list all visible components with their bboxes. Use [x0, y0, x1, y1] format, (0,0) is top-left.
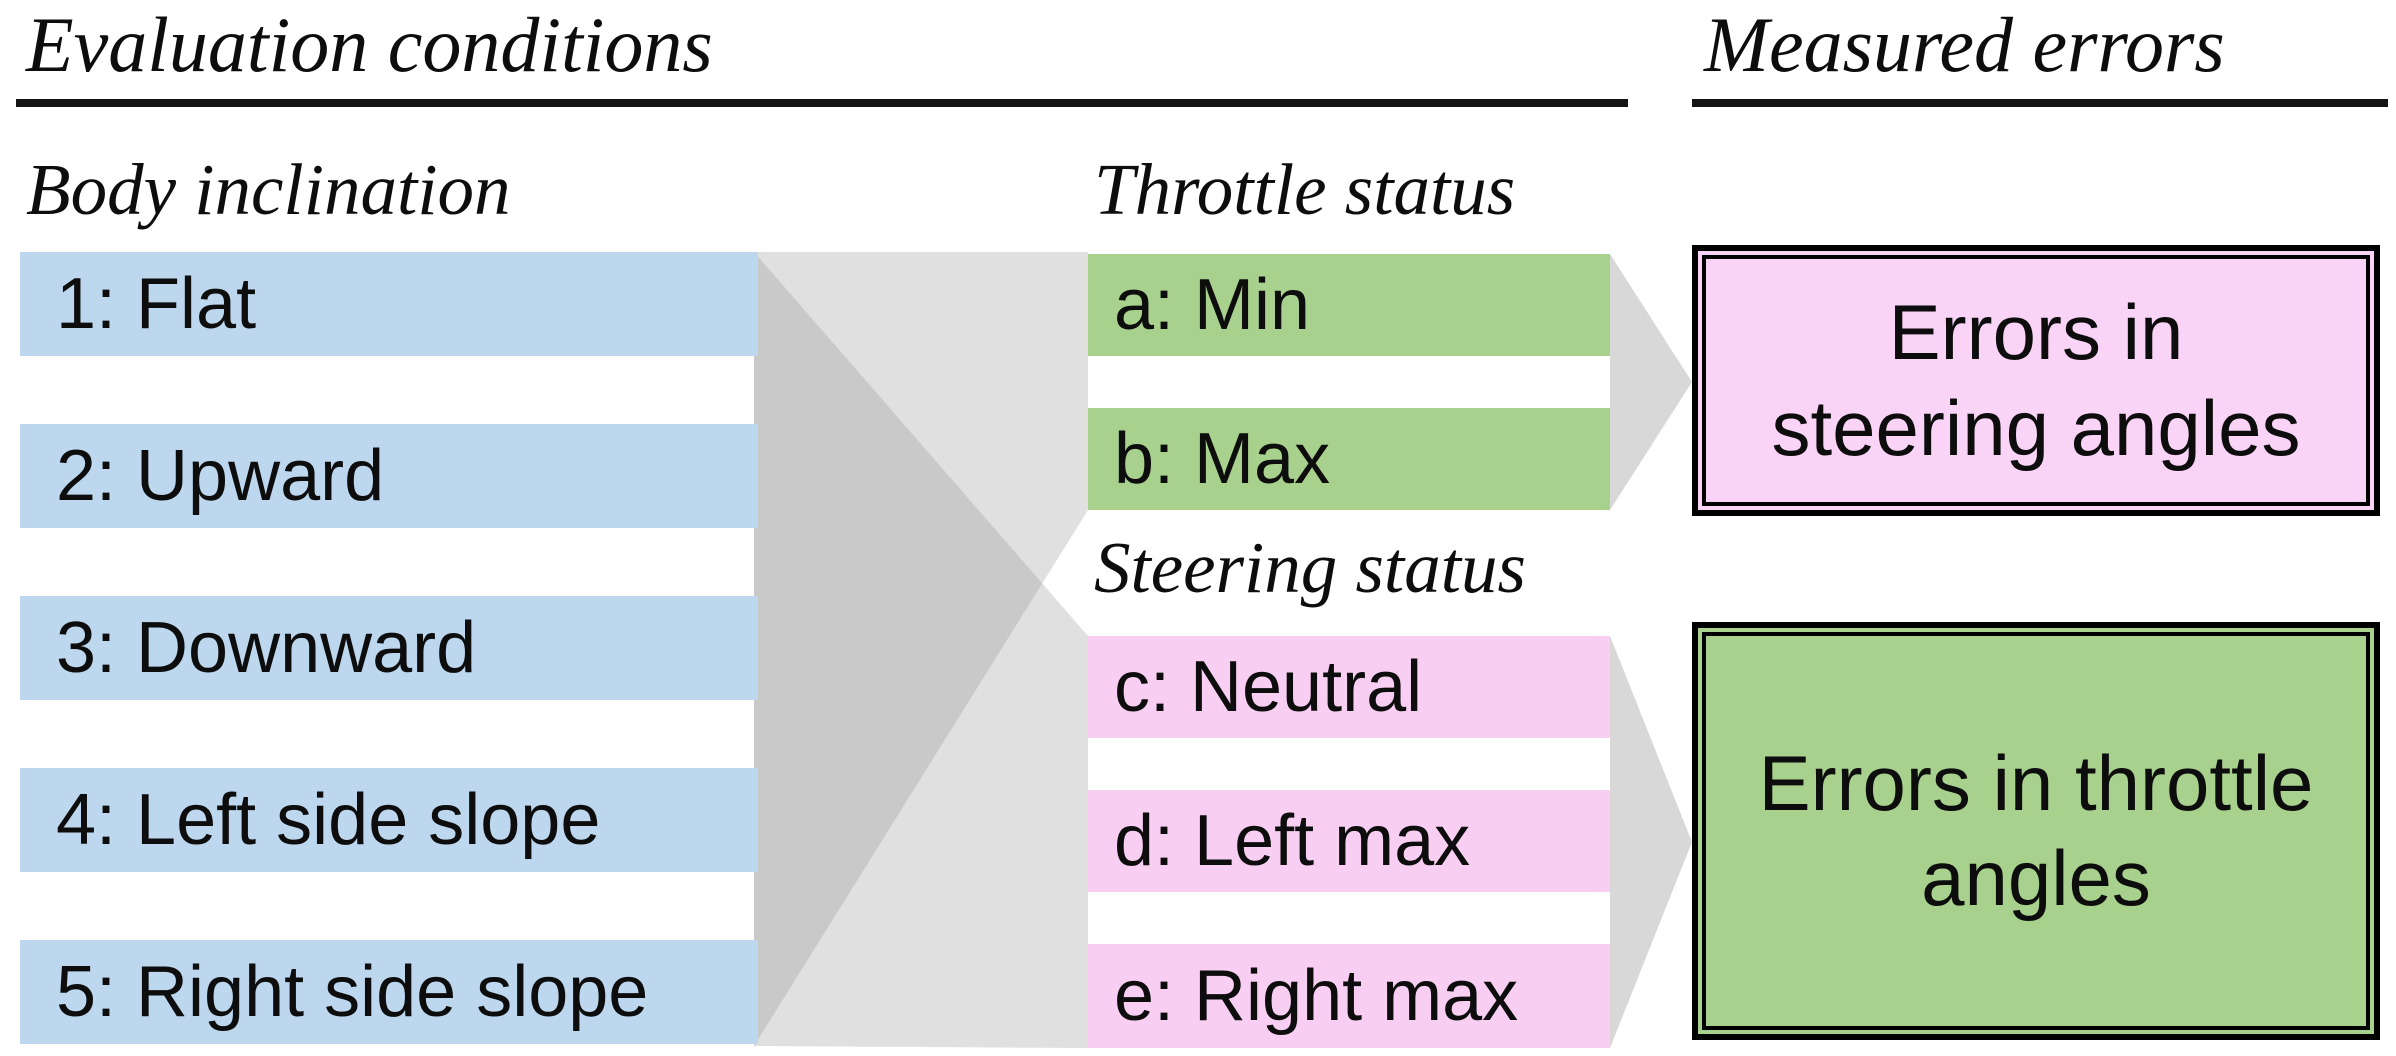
steering-item-label: d: Left max: [1114, 801, 1471, 881]
inclination-item-upward: 2: Upward: [20, 424, 758, 528]
inclination-item-right-slope: 5: Right side slope: [20, 940, 758, 1044]
funnel-connector-to-steering: [754, 252, 1088, 1048]
inclination-item-flat: 1: Flat: [20, 252, 758, 356]
inclination-item-label: 2: Upward: [56, 436, 385, 516]
steering-item-left-max: d: Left max: [1088, 790, 1610, 892]
steering-errors-label-line1: Errors in: [1888, 288, 2184, 377]
inclination-item-label: 5: Right side slope: [56, 952, 649, 1032]
evaluation-section-rule: [16, 99, 1628, 107]
throttle-item-min: a: Min: [1088, 254, 1610, 356]
steering-errors-box: Errors in steering angles: [1692, 245, 2380, 516]
evaluation-conditions-title: Evaluation conditions: [26, 1, 713, 88]
steering-item-right-max: e: Right max: [1088, 944, 1610, 1048]
steering-errors-label-line2: steering angles: [1771, 383, 2301, 472]
body-inclination-header: Body inclination: [26, 149, 511, 230]
steering-errors-box-inner: Errors in steering angles: [1702, 255, 2370, 506]
measured-errors-title: Measured errors: [1704, 1, 2225, 88]
throttle-errors-label-line2: angles: [1921, 834, 2151, 922]
throttle-item-max: b: Max: [1088, 408, 1610, 510]
throttle-status-header: Throttle status: [1094, 149, 1516, 230]
funnel-connector-to-throttle: [754, 252, 1088, 1046]
arrow-to-steering-errors-icon: [1610, 254, 1692, 510]
throttle-errors-box-inner: Errors in throttle angles: [1702, 632, 2370, 1030]
arrow-to-throttle-errors-icon: [1610, 636, 1692, 1048]
inclination-item-label: 1: Flat: [56, 264, 257, 344]
steering-status-header: Steering status: [1094, 527, 1526, 608]
inclination-item-left-slope: 4: Left side slope: [20, 768, 758, 872]
throttle-item-label: a: Min: [1114, 265, 1311, 345]
steering-item-label: c: Neutral: [1114, 647, 1423, 727]
throttle-errors-label-line1: Errors in throttle: [1758, 738, 2314, 827]
throttle-errors-box: Errors in throttle angles: [1692, 622, 2380, 1040]
steering-item-neutral: c: Neutral: [1088, 636, 1610, 738]
throttle-item-label: b: Max: [1114, 419, 1331, 499]
measured-section-rule: [1692, 99, 2388, 107]
steering-item-label: e: Right max: [1114, 956, 1519, 1036]
inclination-item-label: 3: Downward: [56, 608, 477, 688]
inclination-item-downward: 3: Downward: [20, 596, 758, 700]
inclination-item-label: 4: Left side slope: [56, 780, 601, 860]
